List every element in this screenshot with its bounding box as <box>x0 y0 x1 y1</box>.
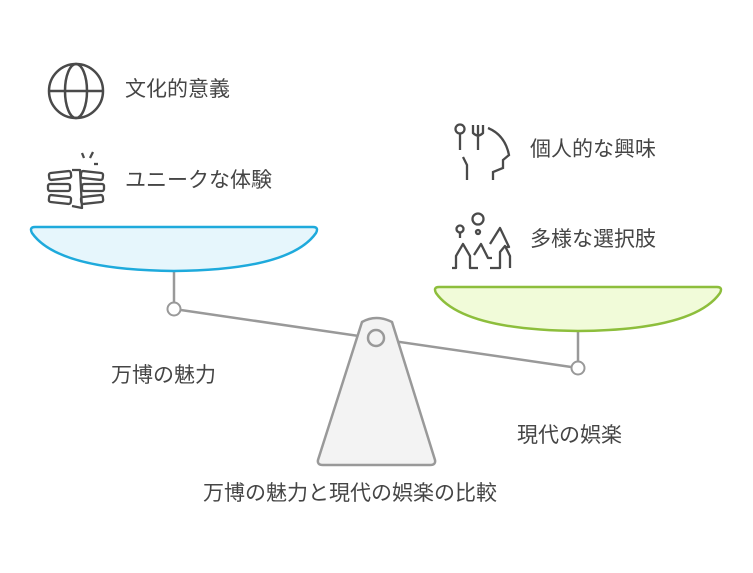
left-item-label: 文化的意義 <box>125 77 230 101</box>
globe-icon <box>47 62 105 120</box>
left-pan <box>29 225 319 273</box>
diagram-title: 万博の魅力と現代の娯楽の比較 <box>203 481 497 505</box>
fulcrum-pivot <box>366 328 386 348</box>
diverse-options-icon <box>452 212 512 270</box>
right-item-label: 多様な選択肢 <box>530 227 656 251</box>
personal-interest-icon <box>454 123 511 180</box>
fulcrum <box>316 316 437 467</box>
right-pan <box>433 285 723 333</box>
unique-experience-icon <box>46 151 106 210</box>
left-item-label: ユニークな体験 <box>125 168 272 192</box>
left-side-label: 万博の魅力 <box>111 363 216 387</box>
right-pivot <box>570 360 586 376</box>
left-pivot <box>166 301 182 317</box>
right-item-label: 個人的な興味 <box>530 137 656 161</box>
right-side-label: 現代の娯楽 <box>517 423 622 447</box>
